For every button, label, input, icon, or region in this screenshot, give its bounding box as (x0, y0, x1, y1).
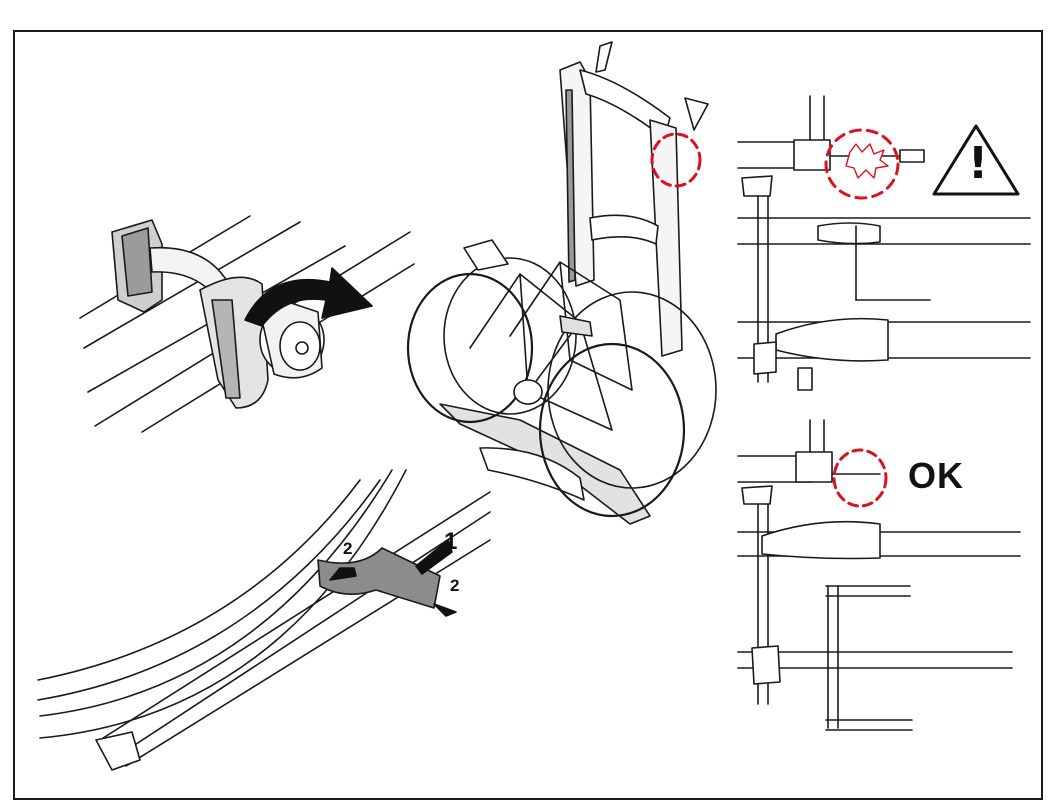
overlength-burst-icon (845, 143, 889, 179)
strap-arrow-icon (329, 539, 457, 617)
warning-detail-panel (737, 95, 1031, 391)
warning-detail-circle (824, 128, 900, 200)
ok-label: OK (908, 455, 964, 496)
warning-exclamation-icon: ! (968, 138, 989, 189)
rack-frame (439, 41, 709, 525)
warning-triangle-icon (932, 124, 1020, 196)
strap-icon (317, 547, 441, 609)
wheel-strap-panel (37, 469, 491, 771)
warning-callout-circle (650, 132, 702, 188)
knob-tighten-panel (79, 215, 415, 433)
step-two-right-label: 2 (450, 576, 460, 595)
step-two-left-label: 2 (343, 539, 353, 558)
step-one-label: 1 (444, 528, 458, 555)
bike-rack-overview-panel (406, 41, 717, 525)
rotate-arrow-icon (244, 267, 373, 327)
ok-detail-circle (832, 448, 888, 508)
wheel-rim (37, 469, 407, 739)
holder-arm (111, 219, 269, 409)
bike-front-icon (406, 239, 686, 518)
wheel-rail (95, 491, 491, 771)
ok-detail-panel (737, 419, 1021, 731)
